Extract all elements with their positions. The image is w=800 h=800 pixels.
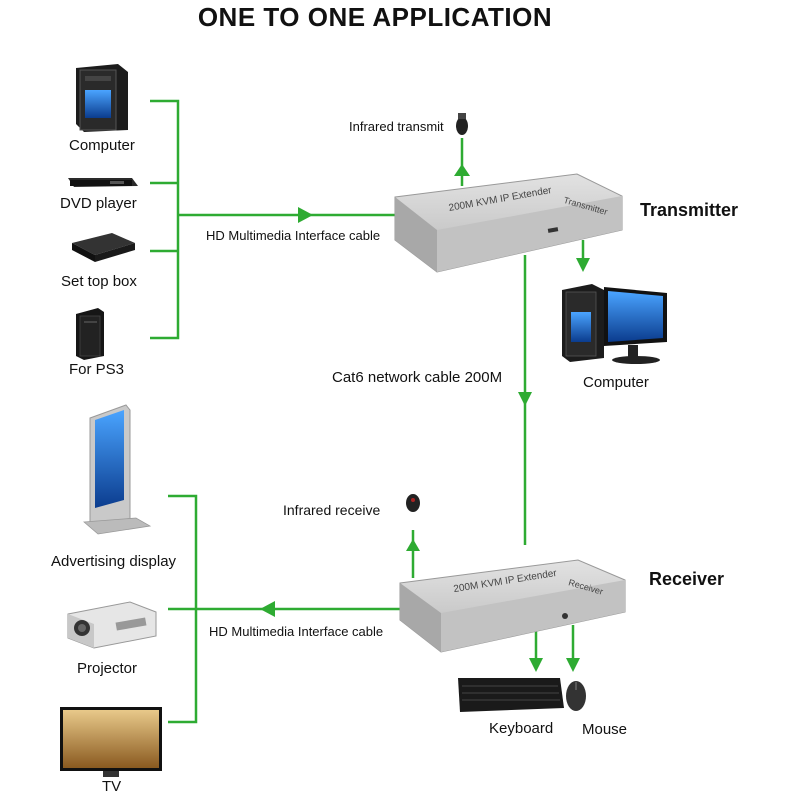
receiver-device-icon — [399, 559, 626, 653]
ir-receive-arrow-icon — [406, 539, 420, 551]
display-label-advertising: Advertising display — [51, 553, 177, 570]
ir-receive-sensor-icon — [406, 494, 420, 512]
hdmi-in-label: HD Multimedia Interface cable — [206, 228, 381, 243]
hdmi-out-label: HD Multimedia Interface cable — [209, 624, 384, 639]
set-top-box-icon — [72, 233, 135, 262]
source-label-dvd: DVD player — [60, 195, 137, 212]
connection-lines — [150, 99, 585, 724]
source-label-ps3: For PS3 — [69, 361, 125, 378]
computer-tower-icon — [76, 64, 128, 132]
dvd-player-icon — [68, 178, 138, 187]
desktop-computer-icon — [562, 284, 667, 364]
tx-output-computer-label: Computer — [583, 374, 649, 391]
hdmi-out-arrow-icon — [260, 601, 275, 617]
ir-transmit-sensor-icon — [456, 113, 468, 135]
mouse-arrow-icon — [566, 658, 580, 672]
network-arrow-icon — [518, 392, 532, 406]
ir-receive-label: Infrared receive — [283, 502, 381, 518]
mouse-icon — [566, 681, 586, 711]
rx-output-keyboard-label: Keyboard — [489, 720, 554, 737]
source-label-computer: Computer — [69, 137, 135, 154]
transmitter-device-icon — [394, 173, 623, 273]
tx-computer-arrow-icon — [576, 258, 590, 272]
rx-output-mouse-label: Mouse — [582, 721, 628, 738]
source-bracket-line — [150, 99, 180, 340]
network-cable-label: Cat6 network cable 200M — [332, 369, 503, 386]
tv-icon — [60, 707, 162, 777]
page-title: ONE TO ONE APPLICATION — [197, 2, 553, 32]
arrow-heads — [260, 164, 590, 672]
advertising-display-icon — [83, 404, 152, 535]
display-label-projector: Projector — [77, 660, 138, 677]
ir-transmit-arrow-icon — [454, 164, 470, 176]
receiver-heading: Receiver — [649, 569, 725, 589]
display-label-tv: TV — [102, 778, 122, 795]
ps3-console-icon — [76, 308, 104, 360]
projector-icon — [67, 601, 157, 649]
transmitter-heading: Transmitter — [640, 200, 739, 220]
ir-transmit-label: Infrared transmit — [349, 119, 444, 134]
hdmi-in-arrow-icon — [298, 207, 313, 223]
keyboard-arrow-icon — [529, 658, 543, 672]
keyboard-icon — [458, 678, 564, 712]
source-label-settop: Set top box — [61, 273, 137, 290]
